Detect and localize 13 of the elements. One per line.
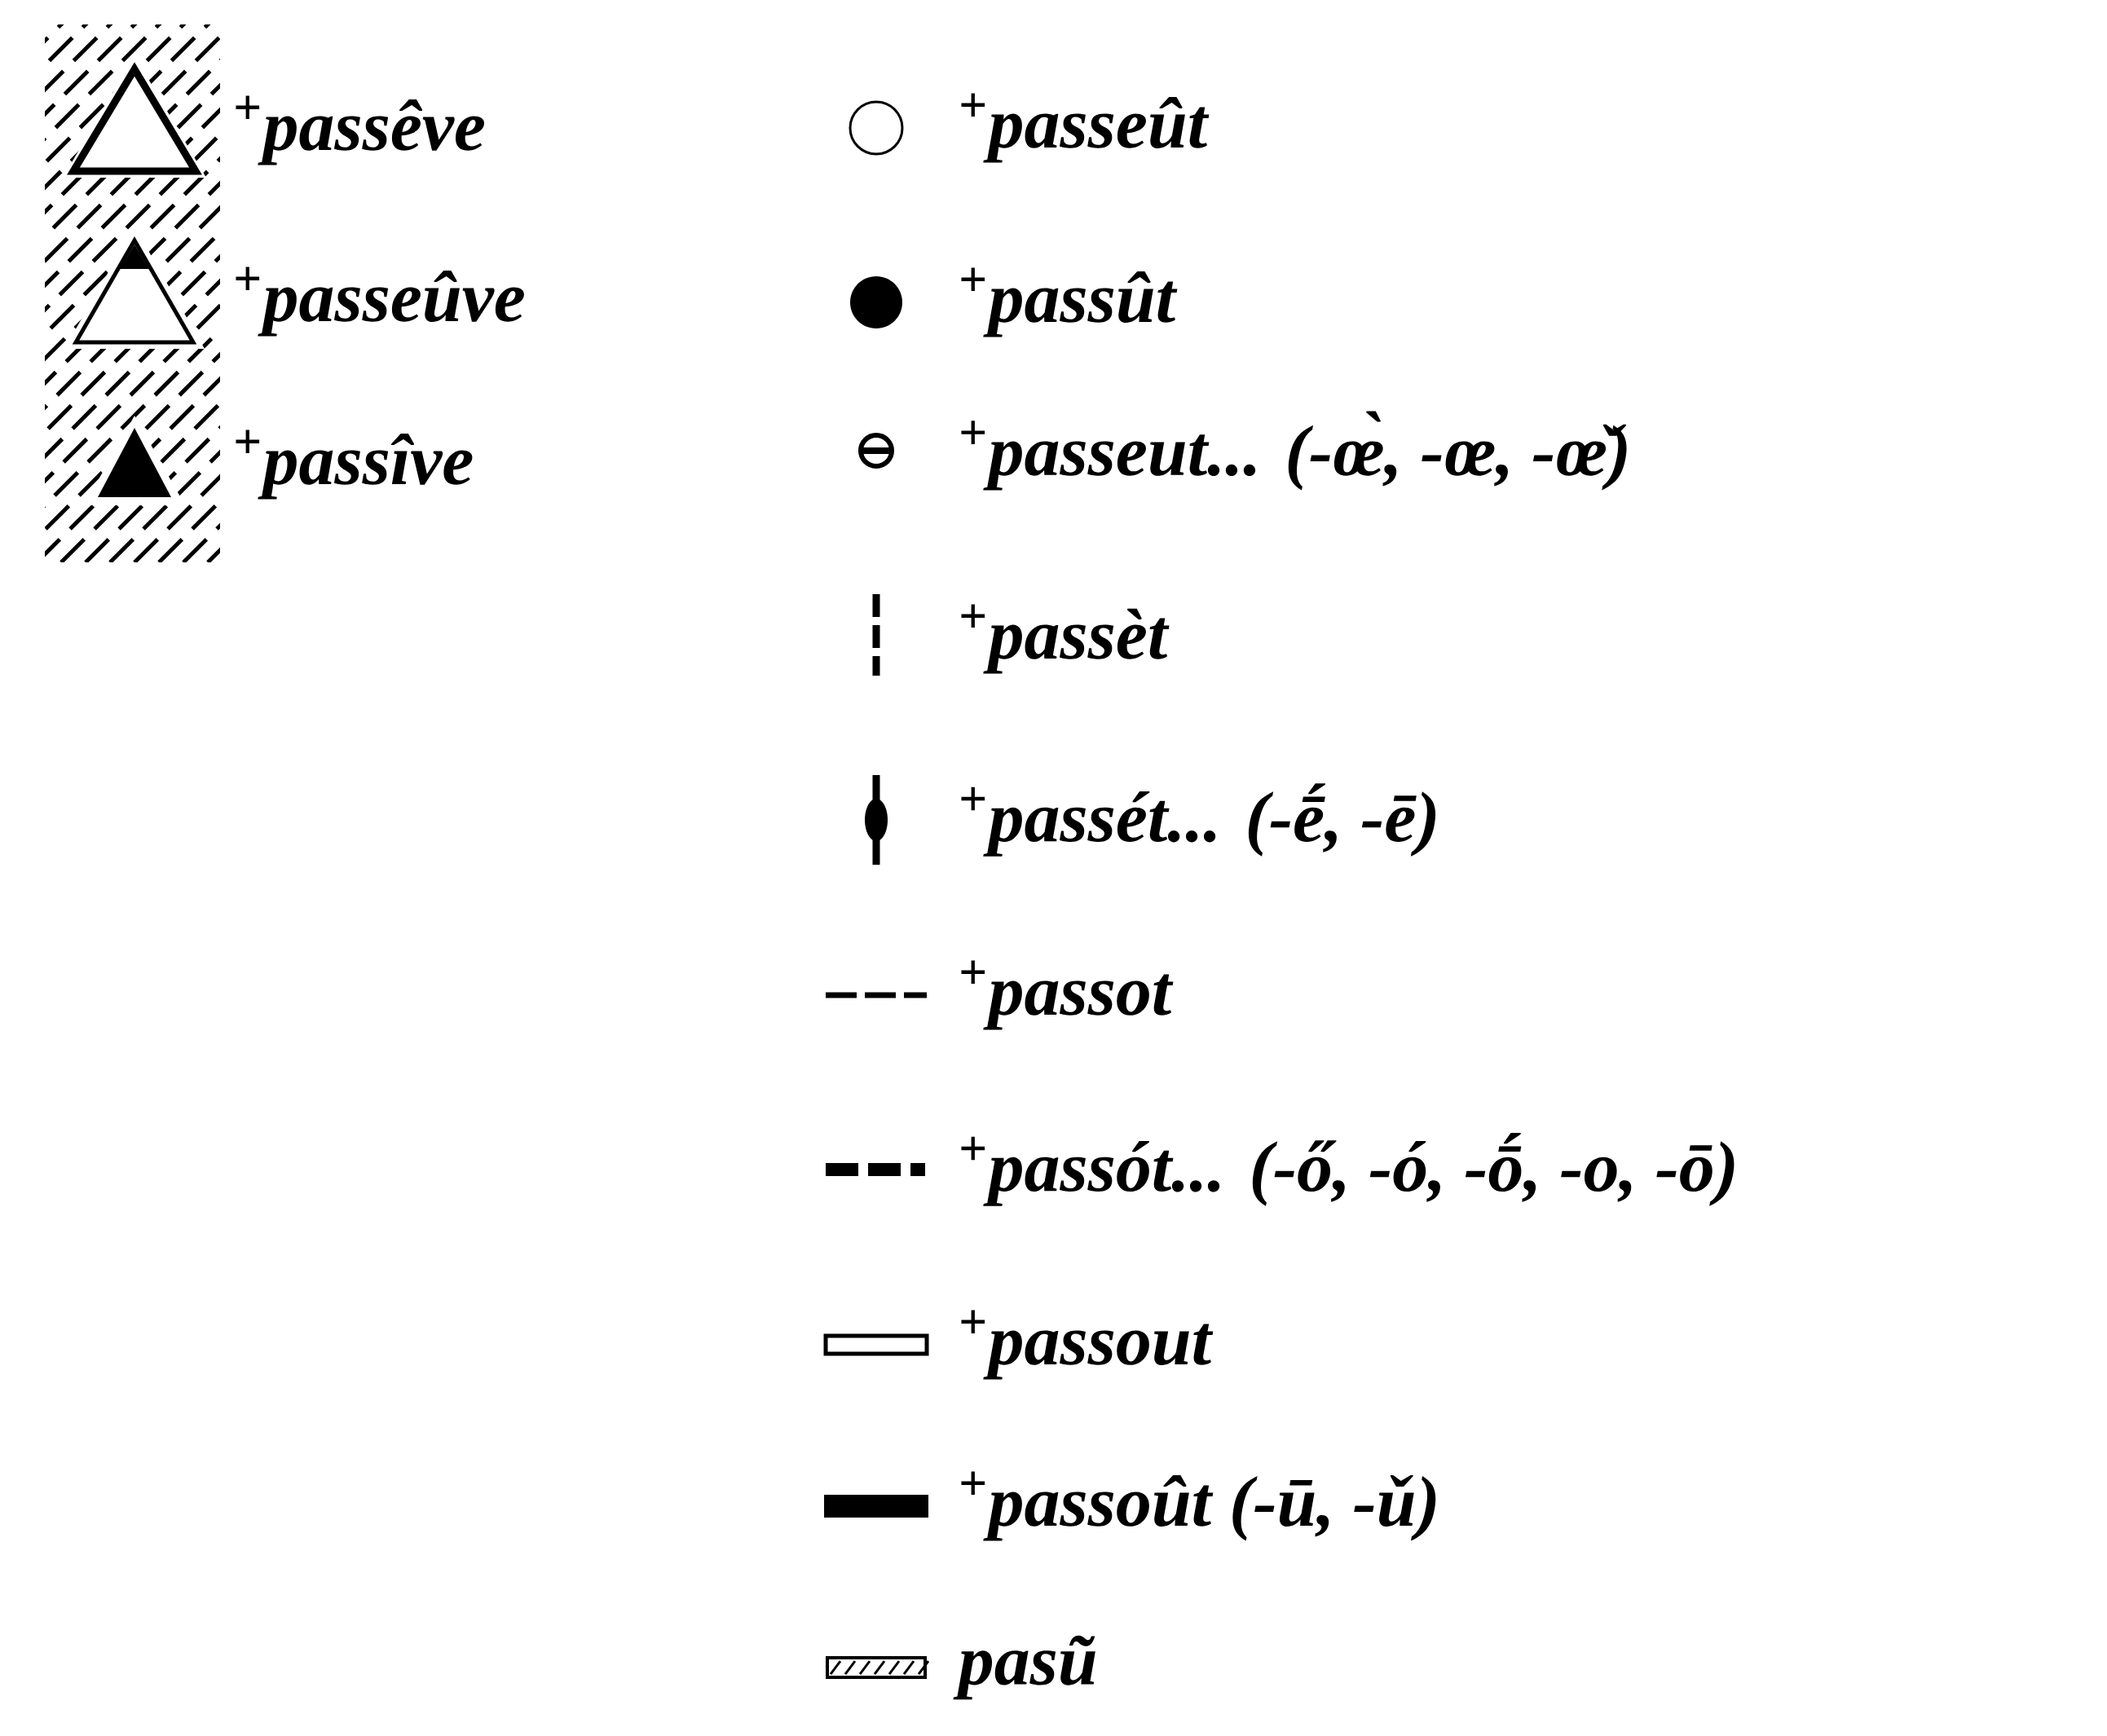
legend-label: $^{+}$passîve [236, 430, 473, 500]
legend-label: $^{+}$passeût [961, 93, 1210, 163]
legend-label: $^{+}$passût [961, 267, 1178, 337]
legend-label: pasũ [953, 1635, 1095, 1700]
legend-label: $^{+}$passoût (-ū, -ǔ) [961, 1471, 1436, 1541]
legend-label: $^{+}$passèt [961, 604, 1170, 674]
legend-label: $^{+}$passét... (-ḗ, -ē) [961, 783, 1436, 857]
legend-label: $^{+}$passeûve [236, 267, 524, 337]
legend-label: $^{+}$passeut... (-œ̀, -œ, -œ̌) [961, 411, 1627, 491]
legend-label: $^{+}$passót... (-ő, -ó, -ṓ, -o, -ō) [961, 1133, 1735, 1206]
legend-label: $^{+}$passout [961, 1310, 1214, 1380]
legend-label: $^{+}$passot [961, 960, 1174, 1030]
legend-label: $^{+}$passêve [236, 95, 484, 165]
